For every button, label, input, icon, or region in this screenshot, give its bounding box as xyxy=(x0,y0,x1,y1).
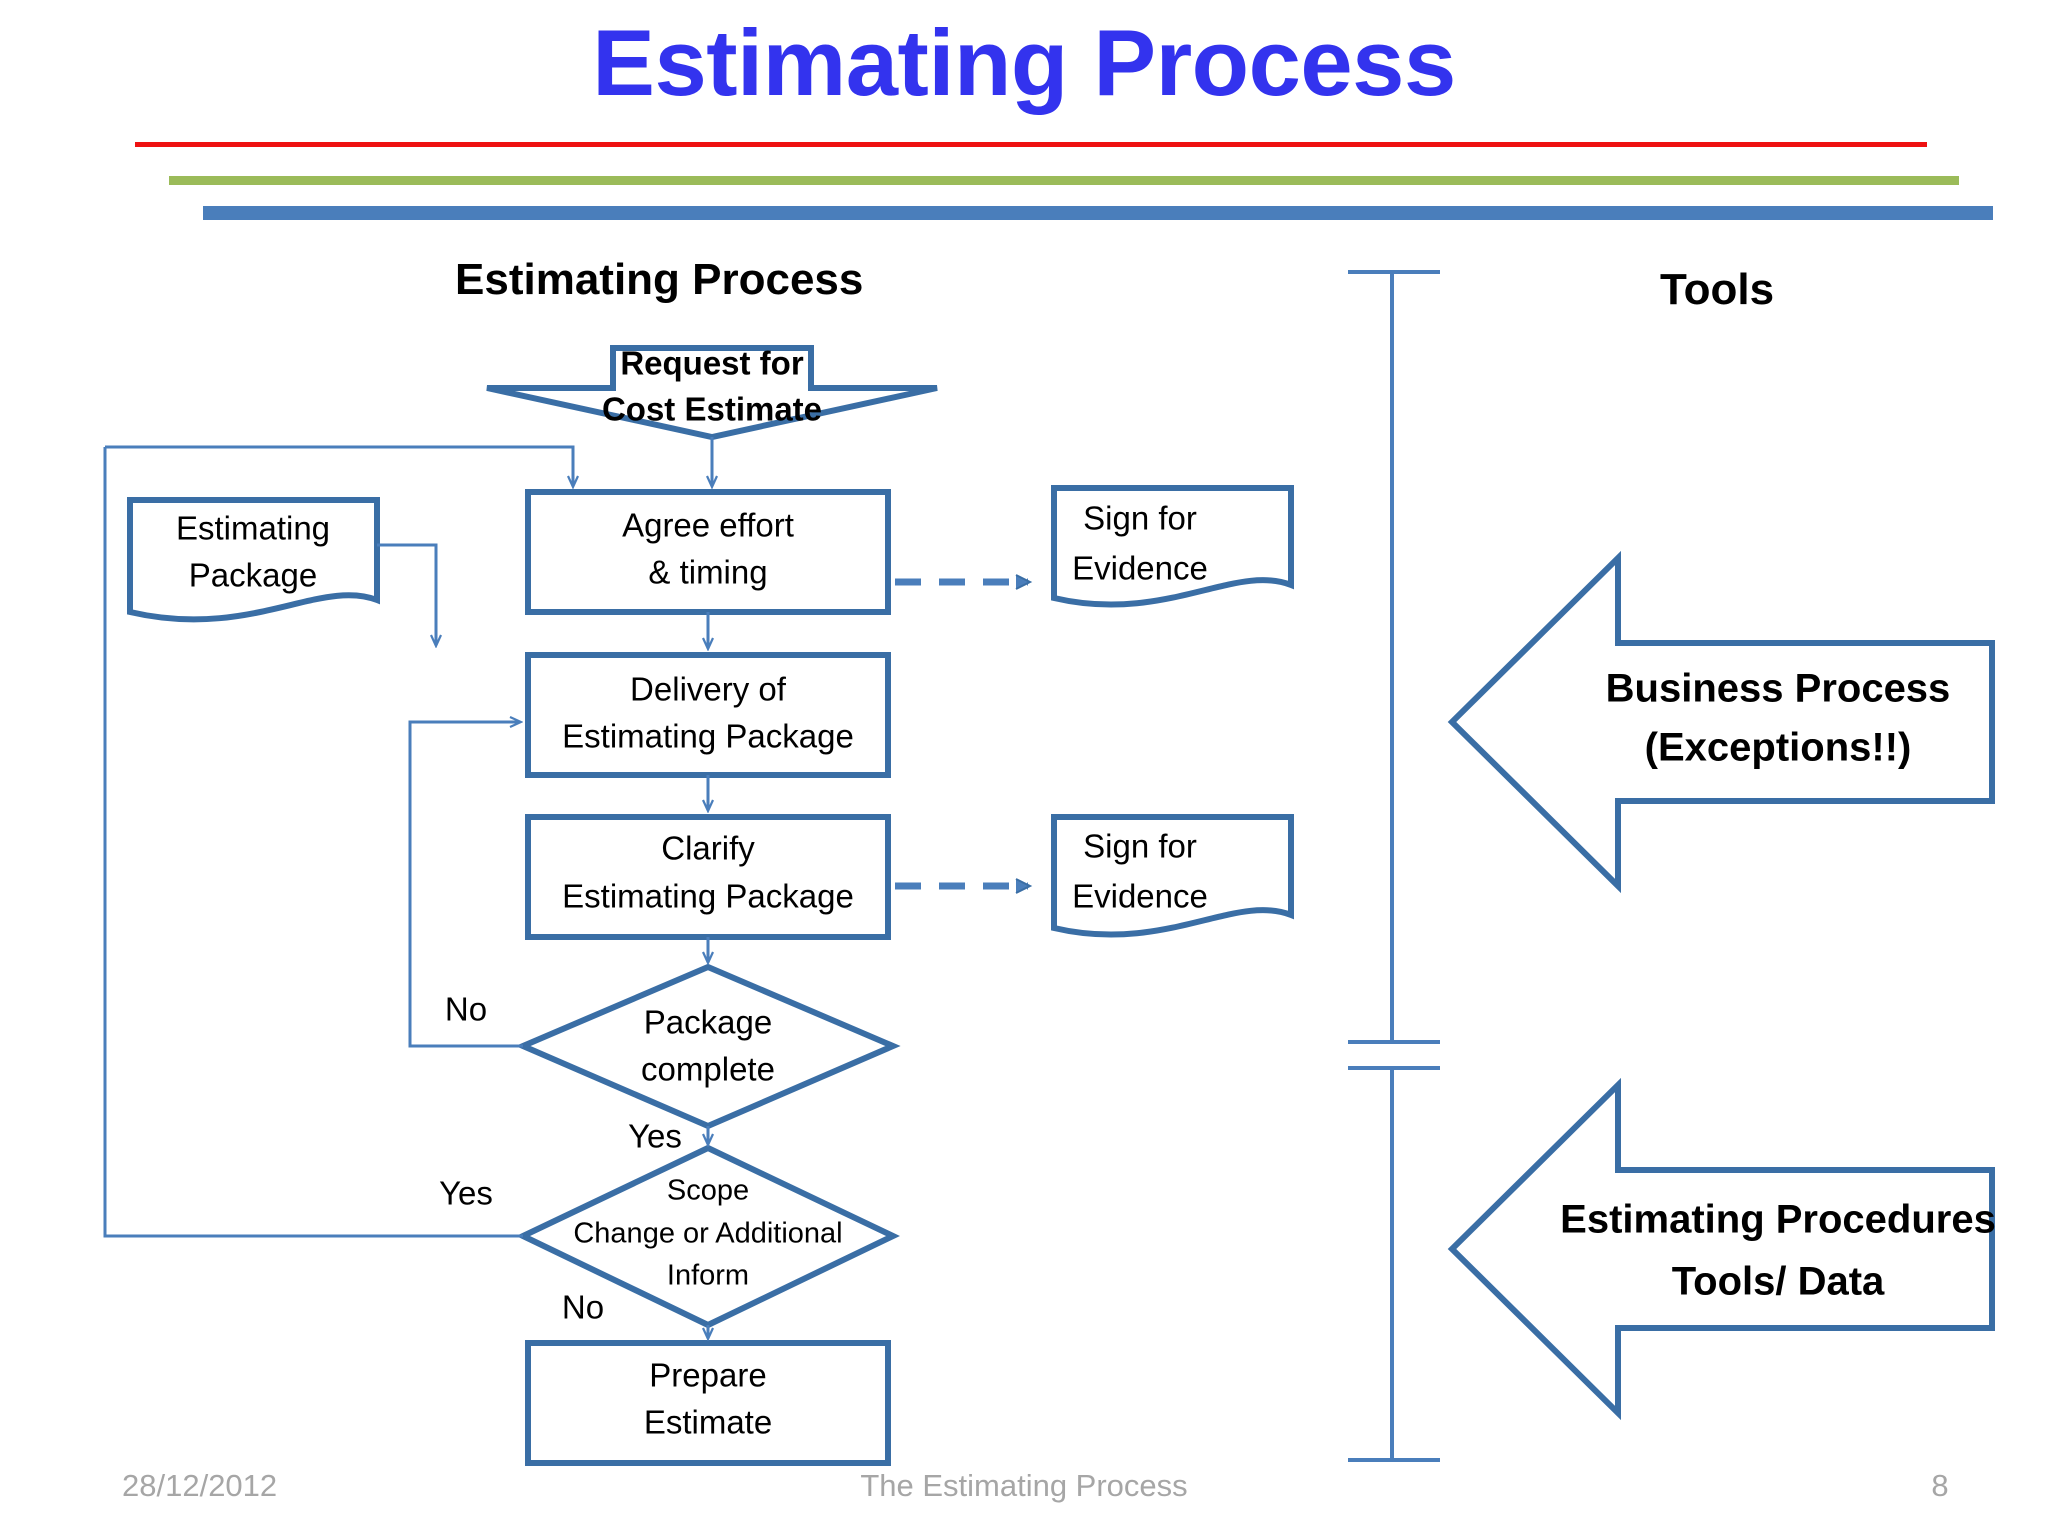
node-label-line1: Prepare xyxy=(649,1357,766,1394)
node-decision-package-complete[interactable]: Package complete xyxy=(515,963,901,1130)
node-decision-scope-change[interactable]: Scope Change or Additional Inform xyxy=(516,1144,900,1329)
tool-label-line2: (Exceptions!!) xyxy=(1645,726,1912,770)
node-label-line1: Scope xyxy=(667,1175,749,1207)
column-heading-process: Estimating Process xyxy=(455,255,864,304)
node-sign-for-evidence-2[interactable]: Sign for Evidence xyxy=(1051,814,1294,938)
node-label-line1: Delivery of xyxy=(630,671,787,708)
footer-date: 28/12/2012 xyxy=(122,1468,278,1503)
node-label-line1: Estimating xyxy=(176,510,330,547)
tool-business-process[interactable]: Business Process (Exceptions!!) xyxy=(1447,550,1995,894)
node-label-line1: Package xyxy=(644,1004,772,1041)
tool-estimating-procedures[interactable]: Estimating Procedures Tools/ Data xyxy=(1447,1077,1996,1421)
node-sign-for-evidence-1[interactable]: Sign for Evidence xyxy=(1051,485,1294,608)
center-bracket xyxy=(1348,270,1440,1462)
edge-label-yes-2: Yes xyxy=(439,1175,493,1212)
node-label-line2: Evidence xyxy=(1072,550,1208,587)
node-label-line2: Estimate xyxy=(644,1404,772,1441)
page-title: Estimating Process xyxy=(592,10,1456,115)
connector-yes-to-feedback-rail xyxy=(103,447,523,1238)
connector-feedback-top-to-agree xyxy=(105,445,573,486)
node-label-line1: Clarify xyxy=(661,830,755,867)
node-delivery-of-estimating-package[interactable]: Delivery of Estimating Package xyxy=(525,652,891,778)
node-label-line2: Estimating Package xyxy=(562,878,854,915)
edge-label-yes-1: Yes xyxy=(628,1118,682,1155)
node-label-line1: Sign for xyxy=(1083,500,1197,537)
node-agree-effort[interactable]: Agree effort & timing xyxy=(525,489,891,615)
connector-no-to-delivery xyxy=(408,722,523,1048)
node-label-line2: Estimating Package xyxy=(562,718,854,755)
node-label-line1: Agree effort xyxy=(622,507,794,544)
footer-page-number: 8 xyxy=(1931,1468,1949,1503)
tool-label-line1: Estimating Procedures xyxy=(1560,1198,1996,1242)
node-label-line2: & timing xyxy=(648,554,767,591)
tool-label-line2: Tools/ Data xyxy=(1672,1260,1885,1304)
divider-red xyxy=(135,142,1927,147)
node-request-for-cost-estimate[interactable]: Request for Cost Estimate xyxy=(486,345,938,441)
footer-title: The Estimating Process xyxy=(860,1468,1188,1503)
node-prepare-estimate[interactable]: Prepare Estimate xyxy=(525,1340,891,1466)
node-estimating-package[interactable]: Estimating Package xyxy=(127,497,380,623)
edge-label-no-2: No xyxy=(562,1289,604,1326)
node-label-line2: complete xyxy=(641,1051,775,1088)
column-heading-tools: Tools xyxy=(1660,265,1775,314)
divider-olive xyxy=(169,176,1959,185)
tool-label-line1: Business Process xyxy=(1606,667,1951,711)
node-clarify-estimating-package[interactable]: Clarify Estimating Package xyxy=(525,814,891,940)
connector-package-to-delivery xyxy=(377,543,436,645)
divider-blue xyxy=(203,206,1993,220)
node-label-line2: Change or Additional xyxy=(573,1218,842,1250)
node-label-line1: Request for xyxy=(620,345,804,382)
node-label-line2: Package xyxy=(189,557,317,594)
node-label-line1: Sign for xyxy=(1083,828,1197,865)
node-label-line2: Cost Estimate xyxy=(602,391,822,428)
node-label-line3: Inform xyxy=(667,1260,749,1292)
node-label-line2: Evidence xyxy=(1072,878,1208,915)
edge-label-no-1: No xyxy=(445,991,487,1028)
